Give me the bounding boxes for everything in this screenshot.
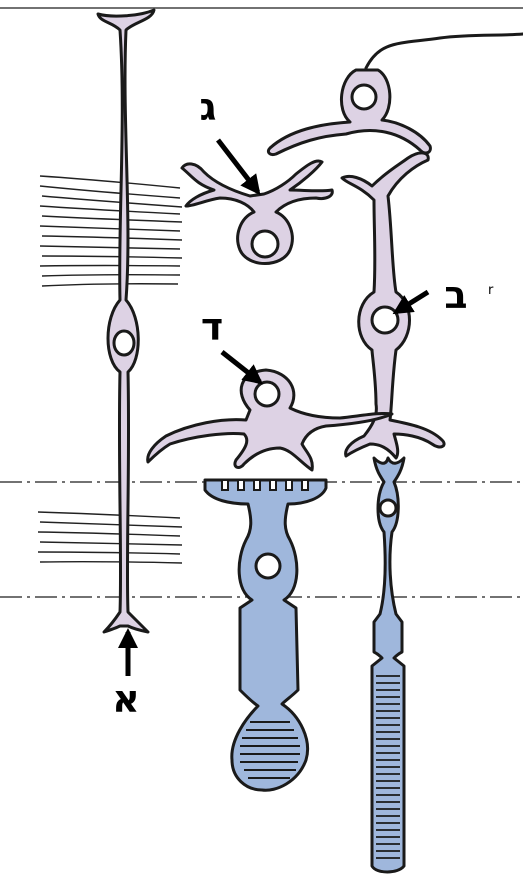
ganglion-cell [268, 34, 523, 155]
rod-photoreceptor [372, 458, 404, 872]
label-gimel: ג [200, 85, 217, 129]
rod-nucleus [380, 500, 396, 516]
cell-dalet [148, 370, 392, 470]
cell-bet-nucleus [372, 307, 398, 333]
label-bet: ב [444, 273, 467, 317]
cell-gimel-nucleus [252, 231, 278, 257]
cone-nucleus [256, 554, 280, 578]
muller-cell-nucleus [114, 331, 134, 355]
cell-dalet-nucleus [255, 382, 279, 406]
cone-photoreceptor [205, 480, 326, 790]
label-alef: א [112, 677, 140, 721]
fibers-upper [40, 176, 182, 286]
small-mark: r [488, 283, 494, 298]
cell-bet [342, 153, 444, 458]
arrow-dalet [222, 352, 260, 382]
rod-outer-segment-discs [376, 676, 400, 858]
ganglion-cell-nucleus [352, 85, 376, 109]
cell-gimel [182, 161, 332, 264]
label-dalet: ד [201, 305, 223, 349]
muller-cell [98, 10, 154, 632]
arrow-gimel [218, 140, 258, 192]
fibers-lower [38, 512, 182, 563]
